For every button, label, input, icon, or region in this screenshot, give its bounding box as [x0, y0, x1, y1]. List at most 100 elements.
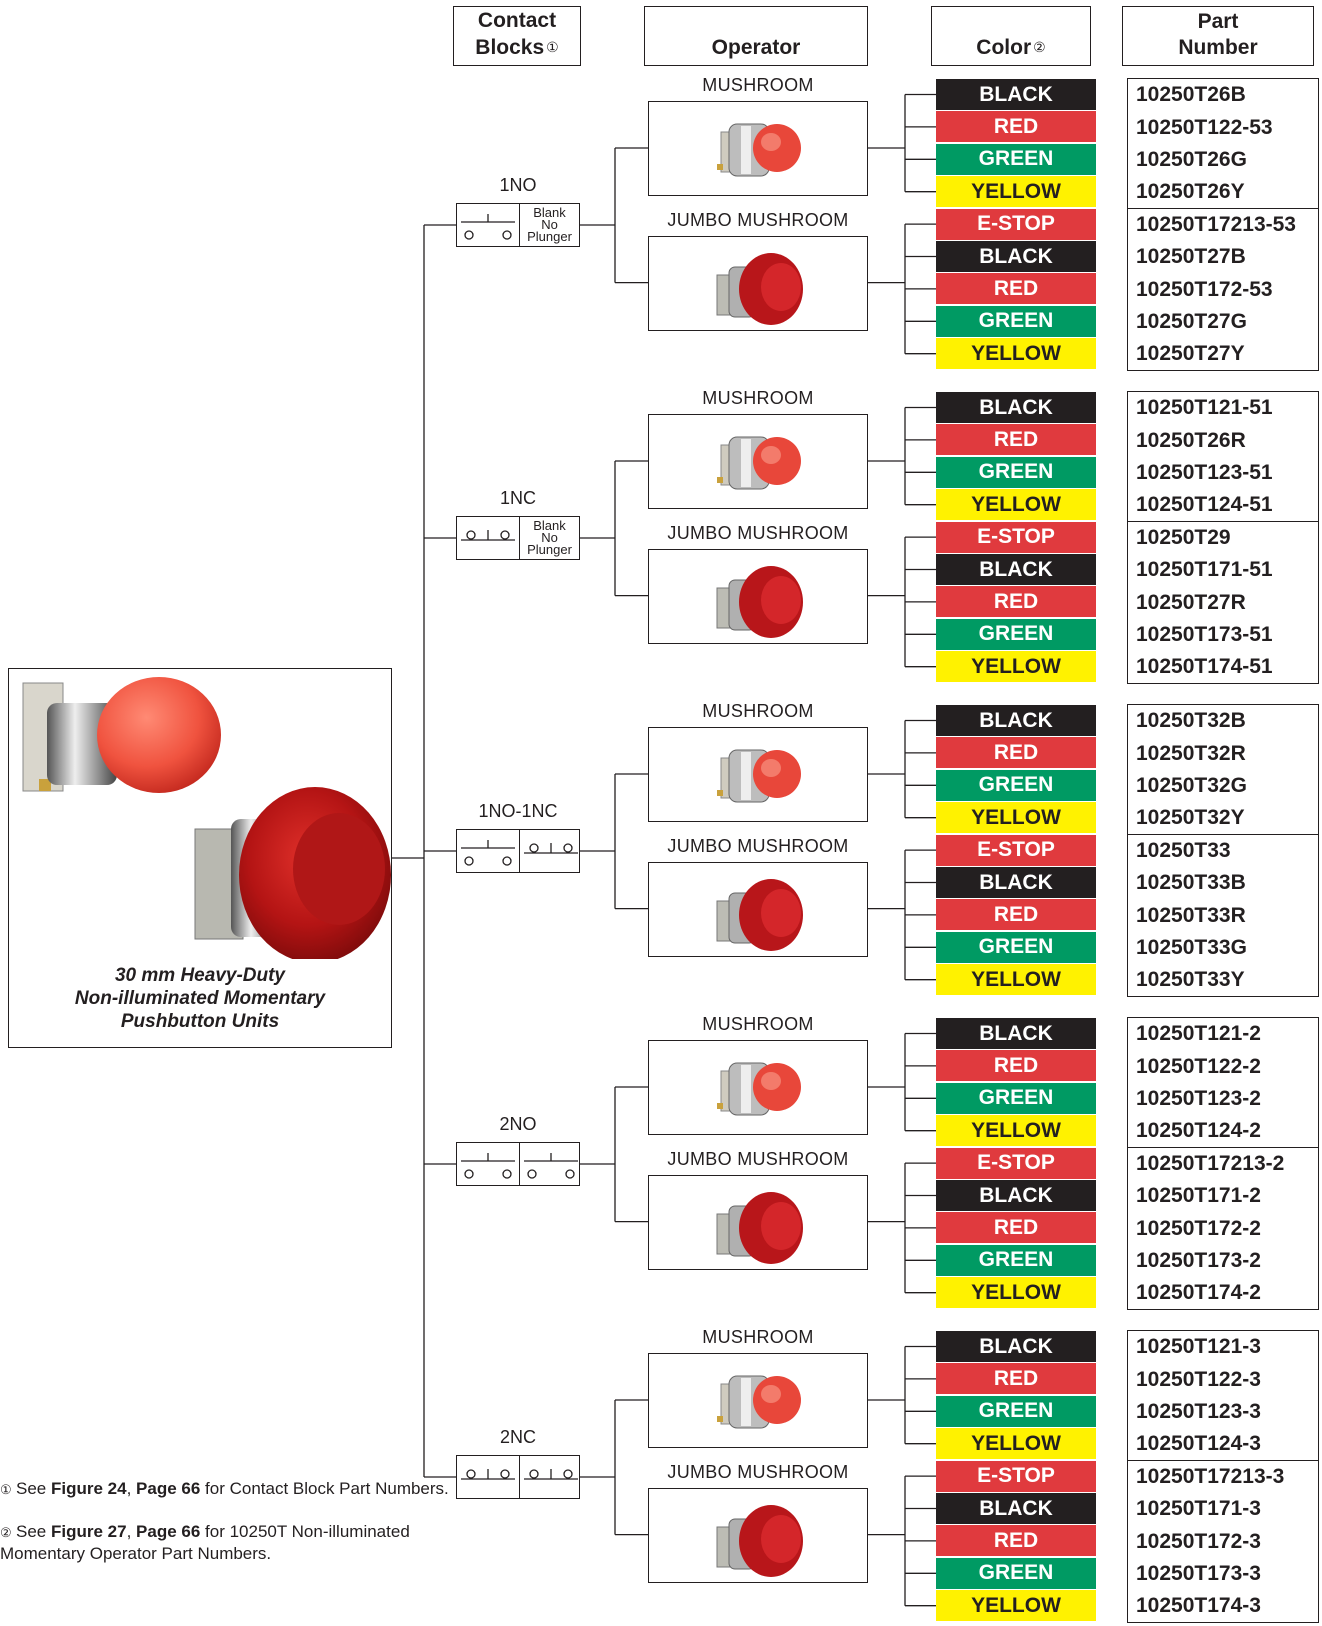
no-contact-symbol [457, 1143, 519, 1185]
color-black: BLACK [936, 241, 1096, 272]
contact-cell [457, 204, 520, 246]
jumbo-mushroom-operator-image [649, 1176, 867, 1269]
color-black: BLACK [936, 1493, 1096, 1524]
part-number: 10250T174-51 [1128, 651, 1318, 683]
contact-block-label: 1NO-1NC [456, 801, 580, 822]
part-number: 10250T26G [1128, 144, 1318, 176]
no-contact-symbol [520, 1143, 582, 1185]
part-number: 10250T26B [1128, 79, 1318, 111]
part-number: 10250T26Y [1128, 176, 1318, 208]
part-number: 10250T173-3 [1128, 1558, 1318, 1590]
blank-no-plunger-label: BlankNoPlunger [520, 517, 579, 559]
footnote-text: See [16, 1522, 51, 1541]
color-red: RED [936, 1525, 1096, 1556]
part-number: 10250T171-51 [1128, 554, 1318, 586]
mushroom-operator-image [649, 415, 867, 508]
jumbo-mushroom-operator-box [648, 1175, 868, 1270]
part-number: 10250T32G [1128, 770, 1318, 802]
page-reference: Page 66 [136, 1479, 200, 1498]
contact-cell [457, 517, 520, 559]
part-number: 10250T33 [1128, 835, 1318, 867]
contact-block-label: 2NC [456, 1427, 580, 1448]
color-green: GREEN [936, 1245, 1096, 1276]
jumbo-mushroom-operator-box [648, 1488, 868, 1583]
operator-label: JUMBO MUSHROOM [648, 836, 868, 857]
blank-label-line: Plunger [527, 544, 572, 556]
color-red: RED [936, 737, 1096, 768]
color-green: GREEN [936, 619, 1096, 650]
product-caption: 30 mm Heavy-Duty Non-illuminated Momenta… [9, 964, 391, 1033]
color-black: BLACK [936, 392, 1096, 423]
color-e-stop: E-STOP [936, 1461, 1096, 1492]
color-yellow: YELLOW [936, 651, 1096, 682]
color-e-stop: E-STOP [936, 835, 1096, 866]
figure-reference: Figure 27 [51, 1522, 127, 1541]
color-green: GREEN [936, 457, 1096, 488]
color-black: BLACK [936, 1018, 1096, 1049]
part-number: 10250T122-3 [1128, 1363, 1318, 1395]
color-yellow: YELLOW [936, 176, 1096, 207]
color-black: BLACK [936, 1331, 1096, 1362]
color-yellow: YELLOW [936, 1428, 1096, 1459]
blank-label-line: Plunger [527, 231, 572, 243]
color-yellow: YELLOW [936, 964, 1096, 995]
part-number: 10250T171-3 [1128, 1493, 1318, 1525]
contact-block-label: 1NO [456, 175, 580, 196]
part-number: 10250T17213-2 [1128, 1148, 1318, 1180]
color-yellow: YELLOW [936, 338, 1096, 369]
operator-label: MUSHROOM [648, 701, 868, 722]
product-panel: 30 mm Heavy-Duty Non-illuminated Momenta… [8, 668, 392, 1048]
footnote-2-marker: ② [0, 1522, 16, 1543]
color-red: RED [936, 424, 1096, 455]
color-black: BLACK [936, 1180, 1096, 1211]
jumbo-mushroom-operator-box [648, 236, 868, 331]
contact-block-label: 1NC [456, 488, 580, 509]
mushroom-operator-box [648, 414, 868, 509]
part-number: 10250T29 [1128, 522, 1318, 554]
color-black: BLACK [936, 705, 1096, 736]
part-number: 10250T27R [1128, 586, 1318, 618]
part-number: 10250T32B [1128, 705, 1318, 737]
part-number: 10250T121-2 [1128, 1018, 1318, 1050]
color-red: RED [936, 111, 1096, 142]
part-number: 10250T174-3 [1128, 1590, 1318, 1622]
part-number: 10250T172-3 [1128, 1525, 1318, 1557]
mushroom-operator-box [648, 1353, 868, 1448]
operator-label: JUMBO MUSHROOM [648, 1149, 868, 1170]
part-number: 10250T124-51 [1128, 489, 1318, 521]
pushbutton-illustration [9, 669, 391, 959]
part-number: 10250T172-53 [1128, 273, 1318, 305]
footnote-text: , [127, 1522, 136, 1541]
footnote-text: , [127, 1479, 136, 1498]
footnote-text: See [16, 1479, 51, 1498]
mushroom-operator-image [649, 728, 867, 821]
color-green: GREEN [936, 306, 1096, 337]
color-yellow: YELLOW [936, 1590, 1096, 1621]
operator-label: JUMBO MUSHROOM [648, 1462, 868, 1483]
part-number: 10250T173-51 [1128, 619, 1318, 651]
mushroom-operator-image [649, 1354, 867, 1447]
jumbo-mushroom-operator-image [649, 550, 867, 643]
part-number: 10250T17213-53 [1128, 209, 1318, 241]
operator-label: MUSHROOM [648, 1014, 868, 1035]
contact-cell [457, 830, 520, 872]
footnote-2: ②See Figure 27, Page 66 for 10250T Non-i… [0, 1521, 470, 1564]
part-number: 10250T124-2 [1128, 1115, 1318, 1147]
part-number: 10250T123-51 [1128, 457, 1318, 489]
mushroom-operator-image [649, 1041, 867, 1134]
color-yellow: YELLOW [936, 802, 1096, 833]
part-number: 10250T172-2 [1128, 1212, 1318, 1244]
part-number: 10250T123-3 [1128, 1396, 1318, 1428]
color-red: RED [936, 586, 1096, 617]
jumbo-mushroom-operator-image [649, 237, 867, 330]
page-reference: Page 66 [136, 1522, 200, 1541]
mushroom-operator-box [648, 1040, 868, 1135]
